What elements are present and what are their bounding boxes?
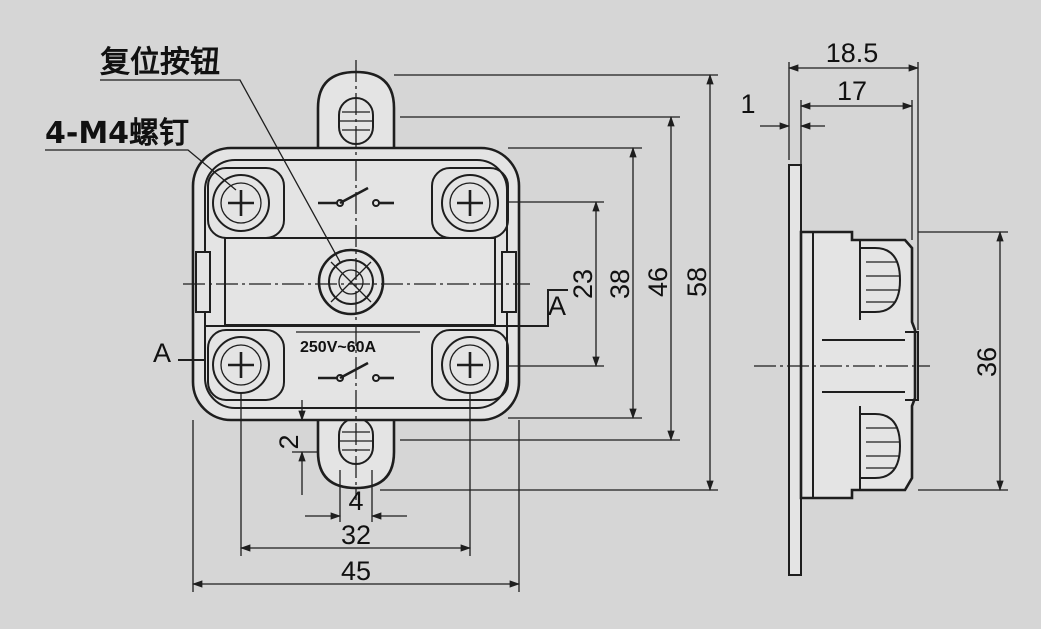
front-view: 250V~60A A A xyxy=(153,60,568,500)
side-reset-stub xyxy=(822,331,919,401)
dim-23: 23 xyxy=(568,269,598,299)
side-body xyxy=(799,230,917,500)
section-a-right: A xyxy=(548,291,566,321)
front-dimensions xyxy=(191,73,718,592)
dim-17: 17 xyxy=(837,76,867,106)
screw-top-right xyxy=(431,167,509,239)
dim-38: 38 xyxy=(605,269,635,299)
dim-1: 1 xyxy=(740,89,755,119)
dim-36: 36 xyxy=(972,347,1002,377)
reset-button-callout: 复位按钮 xyxy=(100,45,220,80)
callout-leaders xyxy=(45,79,341,263)
dim-2: 2 xyxy=(274,434,304,449)
screws-callout: 4-M4螺钉 xyxy=(45,116,189,151)
dim-4: 4 xyxy=(348,486,363,516)
section-a-left: A xyxy=(153,338,171,368)
right-lug xyxy=(501,251,517,313)
dim-46: 46 xyxy=(643,267,673,297)
screw-top-left xyxy=(207,167,285,239)
side-upper-terminal xyxy=(859,240,902,320)
dim-32: 32 xyxy=(341,520,371,550)
dim-58: 58 xyxy=(682,267,712,297)
dim-18-5: 18.5 xyxy=(826,38,879,68)
side-mounting-plate xyxy=(788,164,802,576)
switch-symbol-top xyxy=(318,186,394,207)
screw-bottom-left xyxy=(207,329,285,401)
side-dimensions xyxy=(760,62,1008,492)
bottom-tab xyxy=(316,408,396,490)
side-view xyxy=(754,164,930,576)
switch-symbol-bottom xyxy=(318,361,394,382)
dim-45: 45 xyxy=(341,556,371,586)
side-lower-terminal xyxy=(859,406,902,490)
section-line-a-a xyxy=(178,289,568,361)
rating-label: 250V~60A xyxy=(300,339,377,356)
reset-button-drawing xyxy=(317,248,385,316)
left-lug xyxy=(195,251,211,313)
